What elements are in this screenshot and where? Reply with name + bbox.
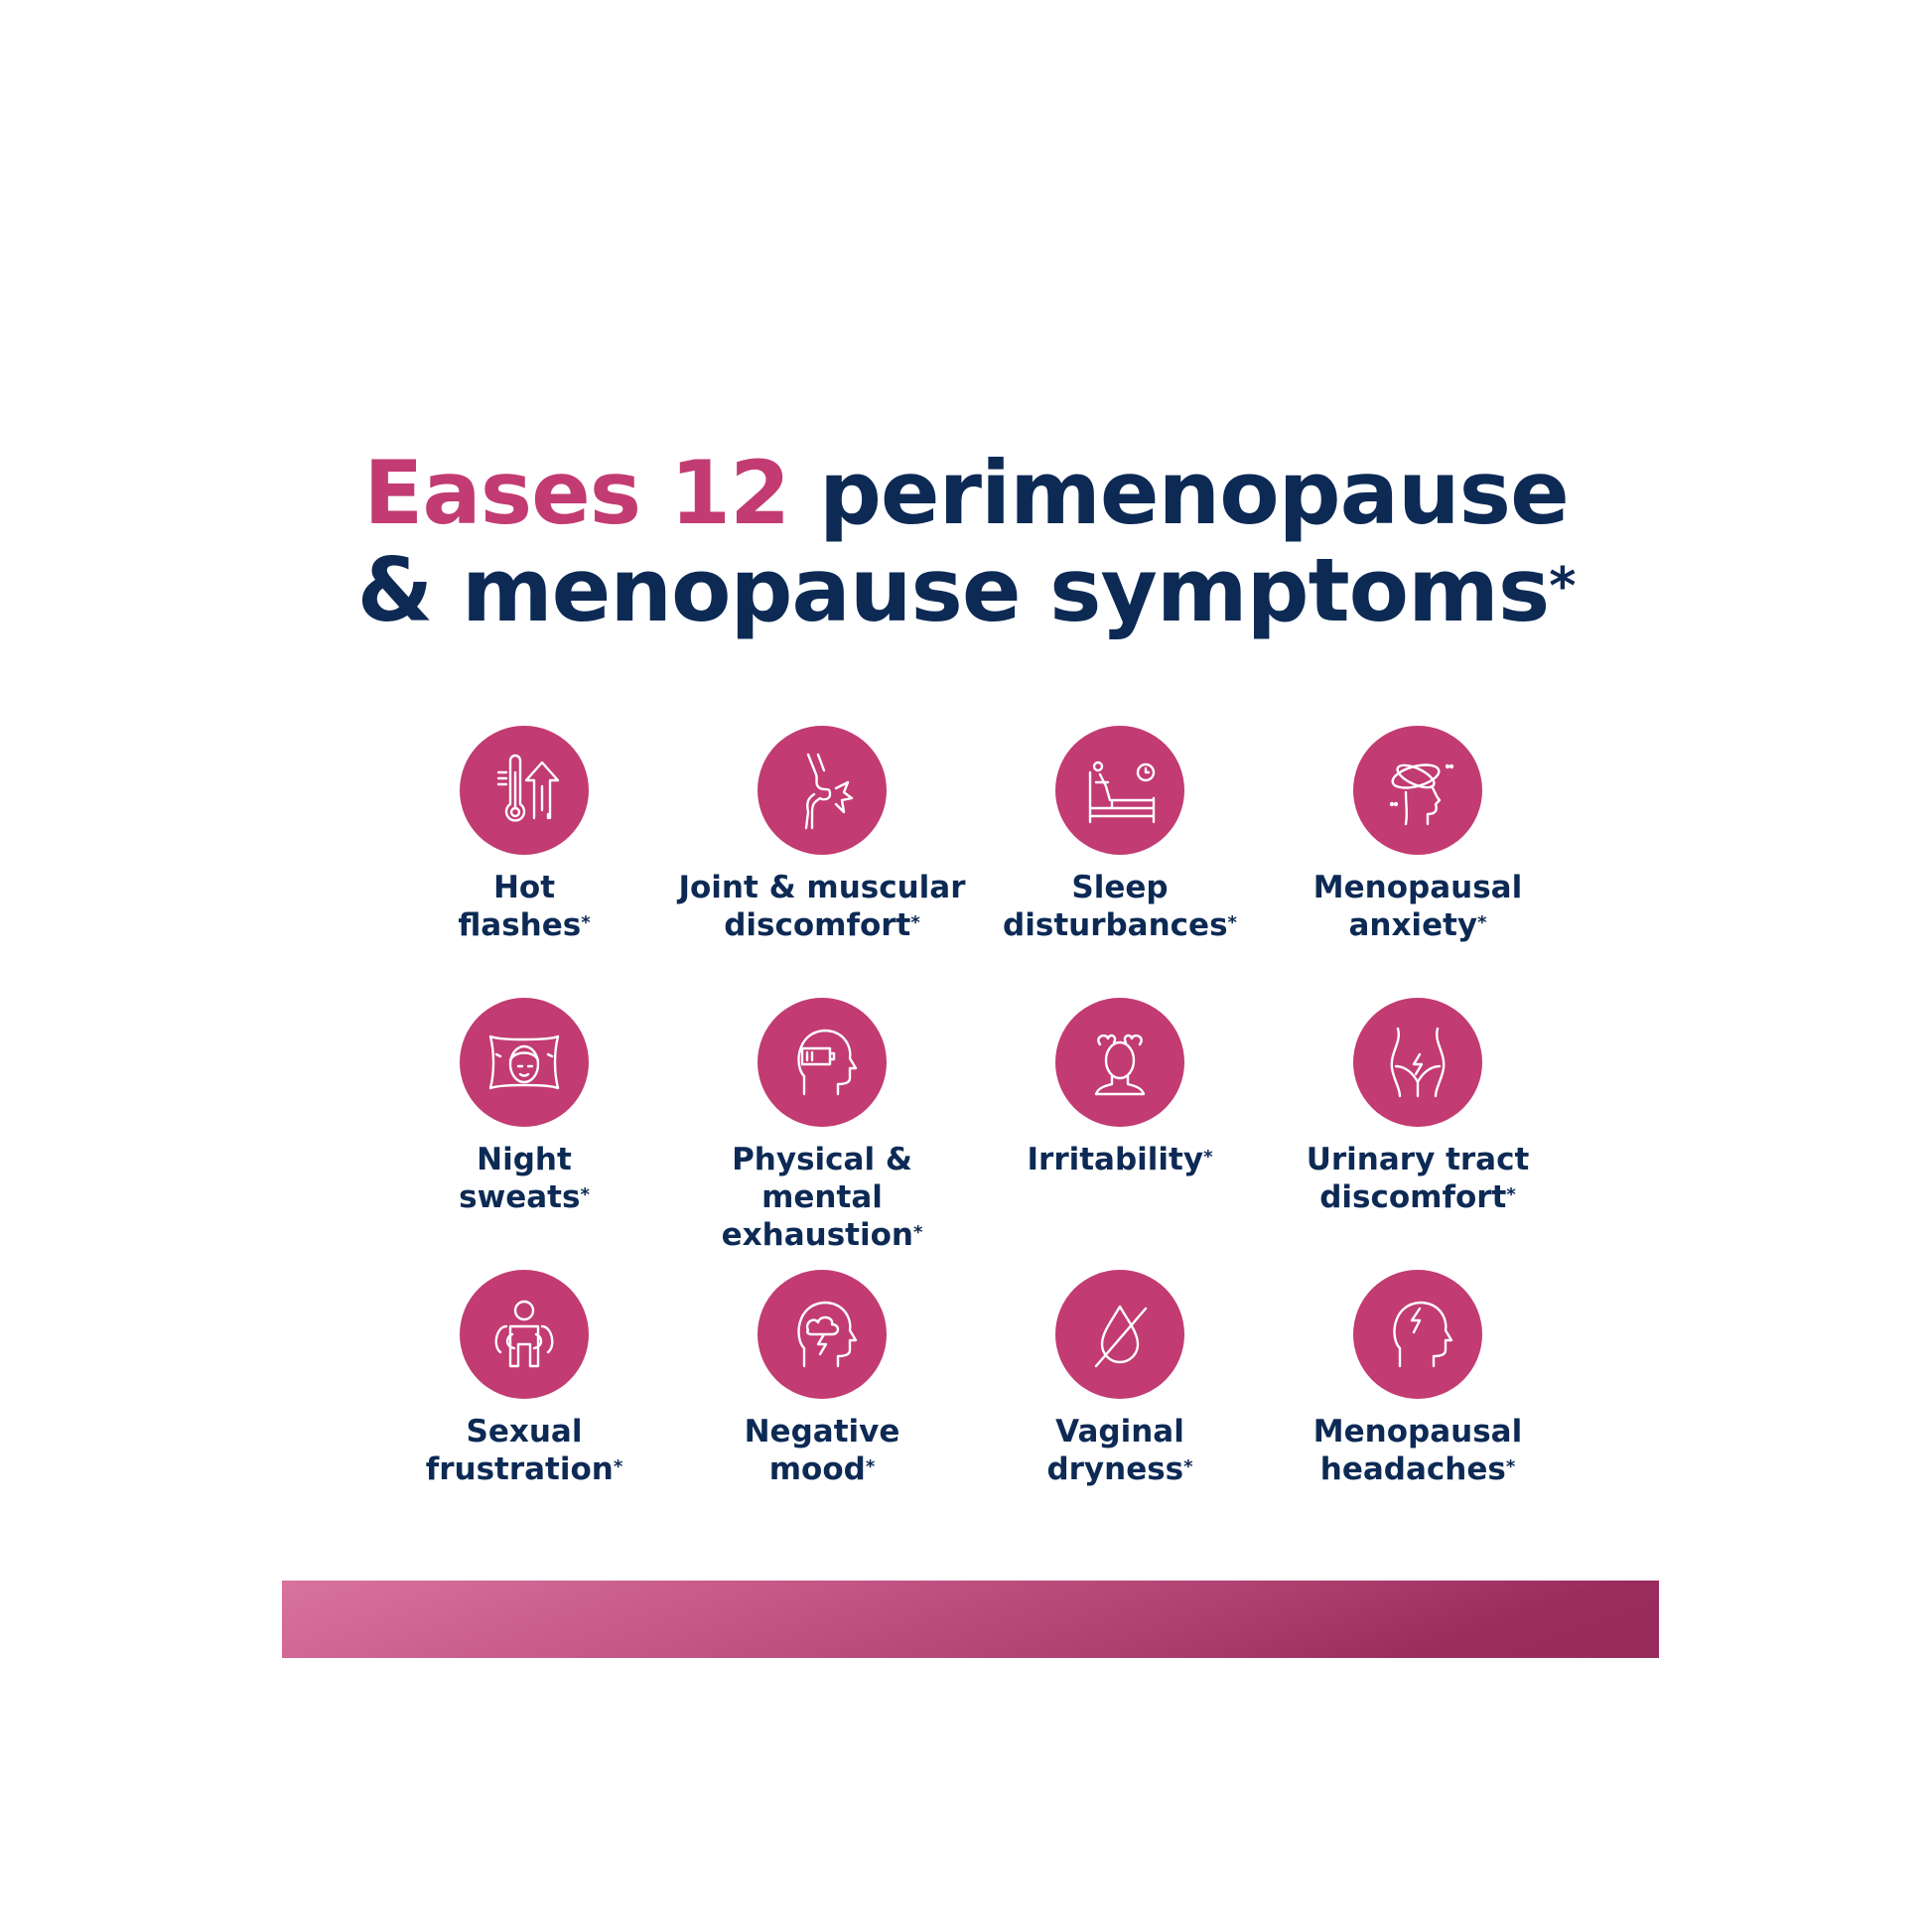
- asterisk: *: [1477, 912, 1487, 933]
- symptom-irritability: Irritability*: [971, 998, 1269, 1178]
- symptom-label: mood: [768, 1451, 866, 1487]
- pelvis-pain-icon: [1353, 998, 1482, 1127]
- title-accent: Eases 12: [363, 442, 790, 544]
- joint-pain-icon: [758, 726, 887, 855]
- asterisk: *: [1227, 912, 1237, 933]
- title-asterisk: *: [1549, 557, 1576, 617]
- angry-person-icon: [1055, 998, 1184, 1127]
- symptom-label: sweats: [459, 1179, 581, 1215]
- person-hugging-icon: [460, 1270, 589, 1399]
- symptom-label: Sleep: [1071, 870, 1169, 905]
- asterisk: *: [580, 1184, 590, 1205]
- asterisk: *: [912, 1222, 923, 1243]
- low-battery-head-icon: [758, 998, 887, 1127]
- dizzy-head-icon: [1353, 726, 1482, 855]
- sweating-face-pillow-icon: [460, 998, 589, 1127]
- asterisk: *: [910, 912, 920, 933]
- asterisk: *: [1506, 1184, 1516, 1205]
- storm-brain-icon: [758, 1270, 887, 1399]
- title-line-1: Eases 12 perimenopause: [0, 445, 1932, 542]
- symptom-label: Sexual: [466, 1414, 583, 1449]
- headache-bolt-icon: [1353, 1270, 1482, 1399]
- symptom-label: frustration: [425, 1451, 614, 1487]
- symptom-label: Night: [477, 1142, 572, 1177]
- symptom-label: Physical & mental: [732, 1142, 912, 1215]
- symptom-label: anxiety: [1348, 907, 1478, 943]
- symptom-label: Joint & muscular: [678, 870, 966, 905]
- symptom-label: headaches: [1319, 1451, 1506, 1487]
- thermometer-rising-icon: [460, 726, 589, 855]
- title-line-2-text: & menopause symptoms: [356, 539, 1551, 641]
- symptom-label: discomfort: [724, 907, 911, 943]
- symptom-label: Urinary tract: [1306, 1142, 1530, 1177]
- symptom-label: discomfort: [1319, 1179, 1507, 1215]
- symptom-label: Vaginal: [1055, 1414, 1184, 1449]
- symptom-label: Menopausal: [1312, 1414, 1523, 1449]
- asterisk: *: [613, 1456, 623, 1477]
- symptom-label: dryness: [1046, 1451, 1184, 1487]
- asterisk: *: [865, 1456, 876, 1477]
- no-drop-icon: [1055, 1270, 1184, 1399]
- symptom-label: Menopausal: [1312, 870, 1523, 905]
- symptom-label: Hot: [492, 870, 556, 905]
- title-line-2: & menopause symptoms*: [0, 542, 1932, 639]
- decorative-gradient-bar: [282, 1581, 1659, 1658]
- page-title: Eases 12 perimenopause & menopause sympt…: [0, 445, 1932, 639]
- symptom-label: Irritability: [1027, 1142, 1204, 1177]
- sleepless-bed-icon: [1055, 726, 1184, 855]
- asterisk: *: [1505, 1456, 1516, 1477]
- symptom-label: flashes: [458, 907, 582, 943]
- title-line-1-text: perimenopause: [818, 442, 1570, 544]
- asterisk: *: [1203, 1147, 1213, 1168]
- symptom-label: exhaustion: [721, 1217, 913, 1253]
- symptom-label: Negative: [744, 1414, 900, 1449]
- symptom-label: disturbances: [1003, 907, 1228, 943]
- asterisk: *: [581, 912, 591, 933]
- asterisk: *: [1183, 1456, 1193, 1477]
